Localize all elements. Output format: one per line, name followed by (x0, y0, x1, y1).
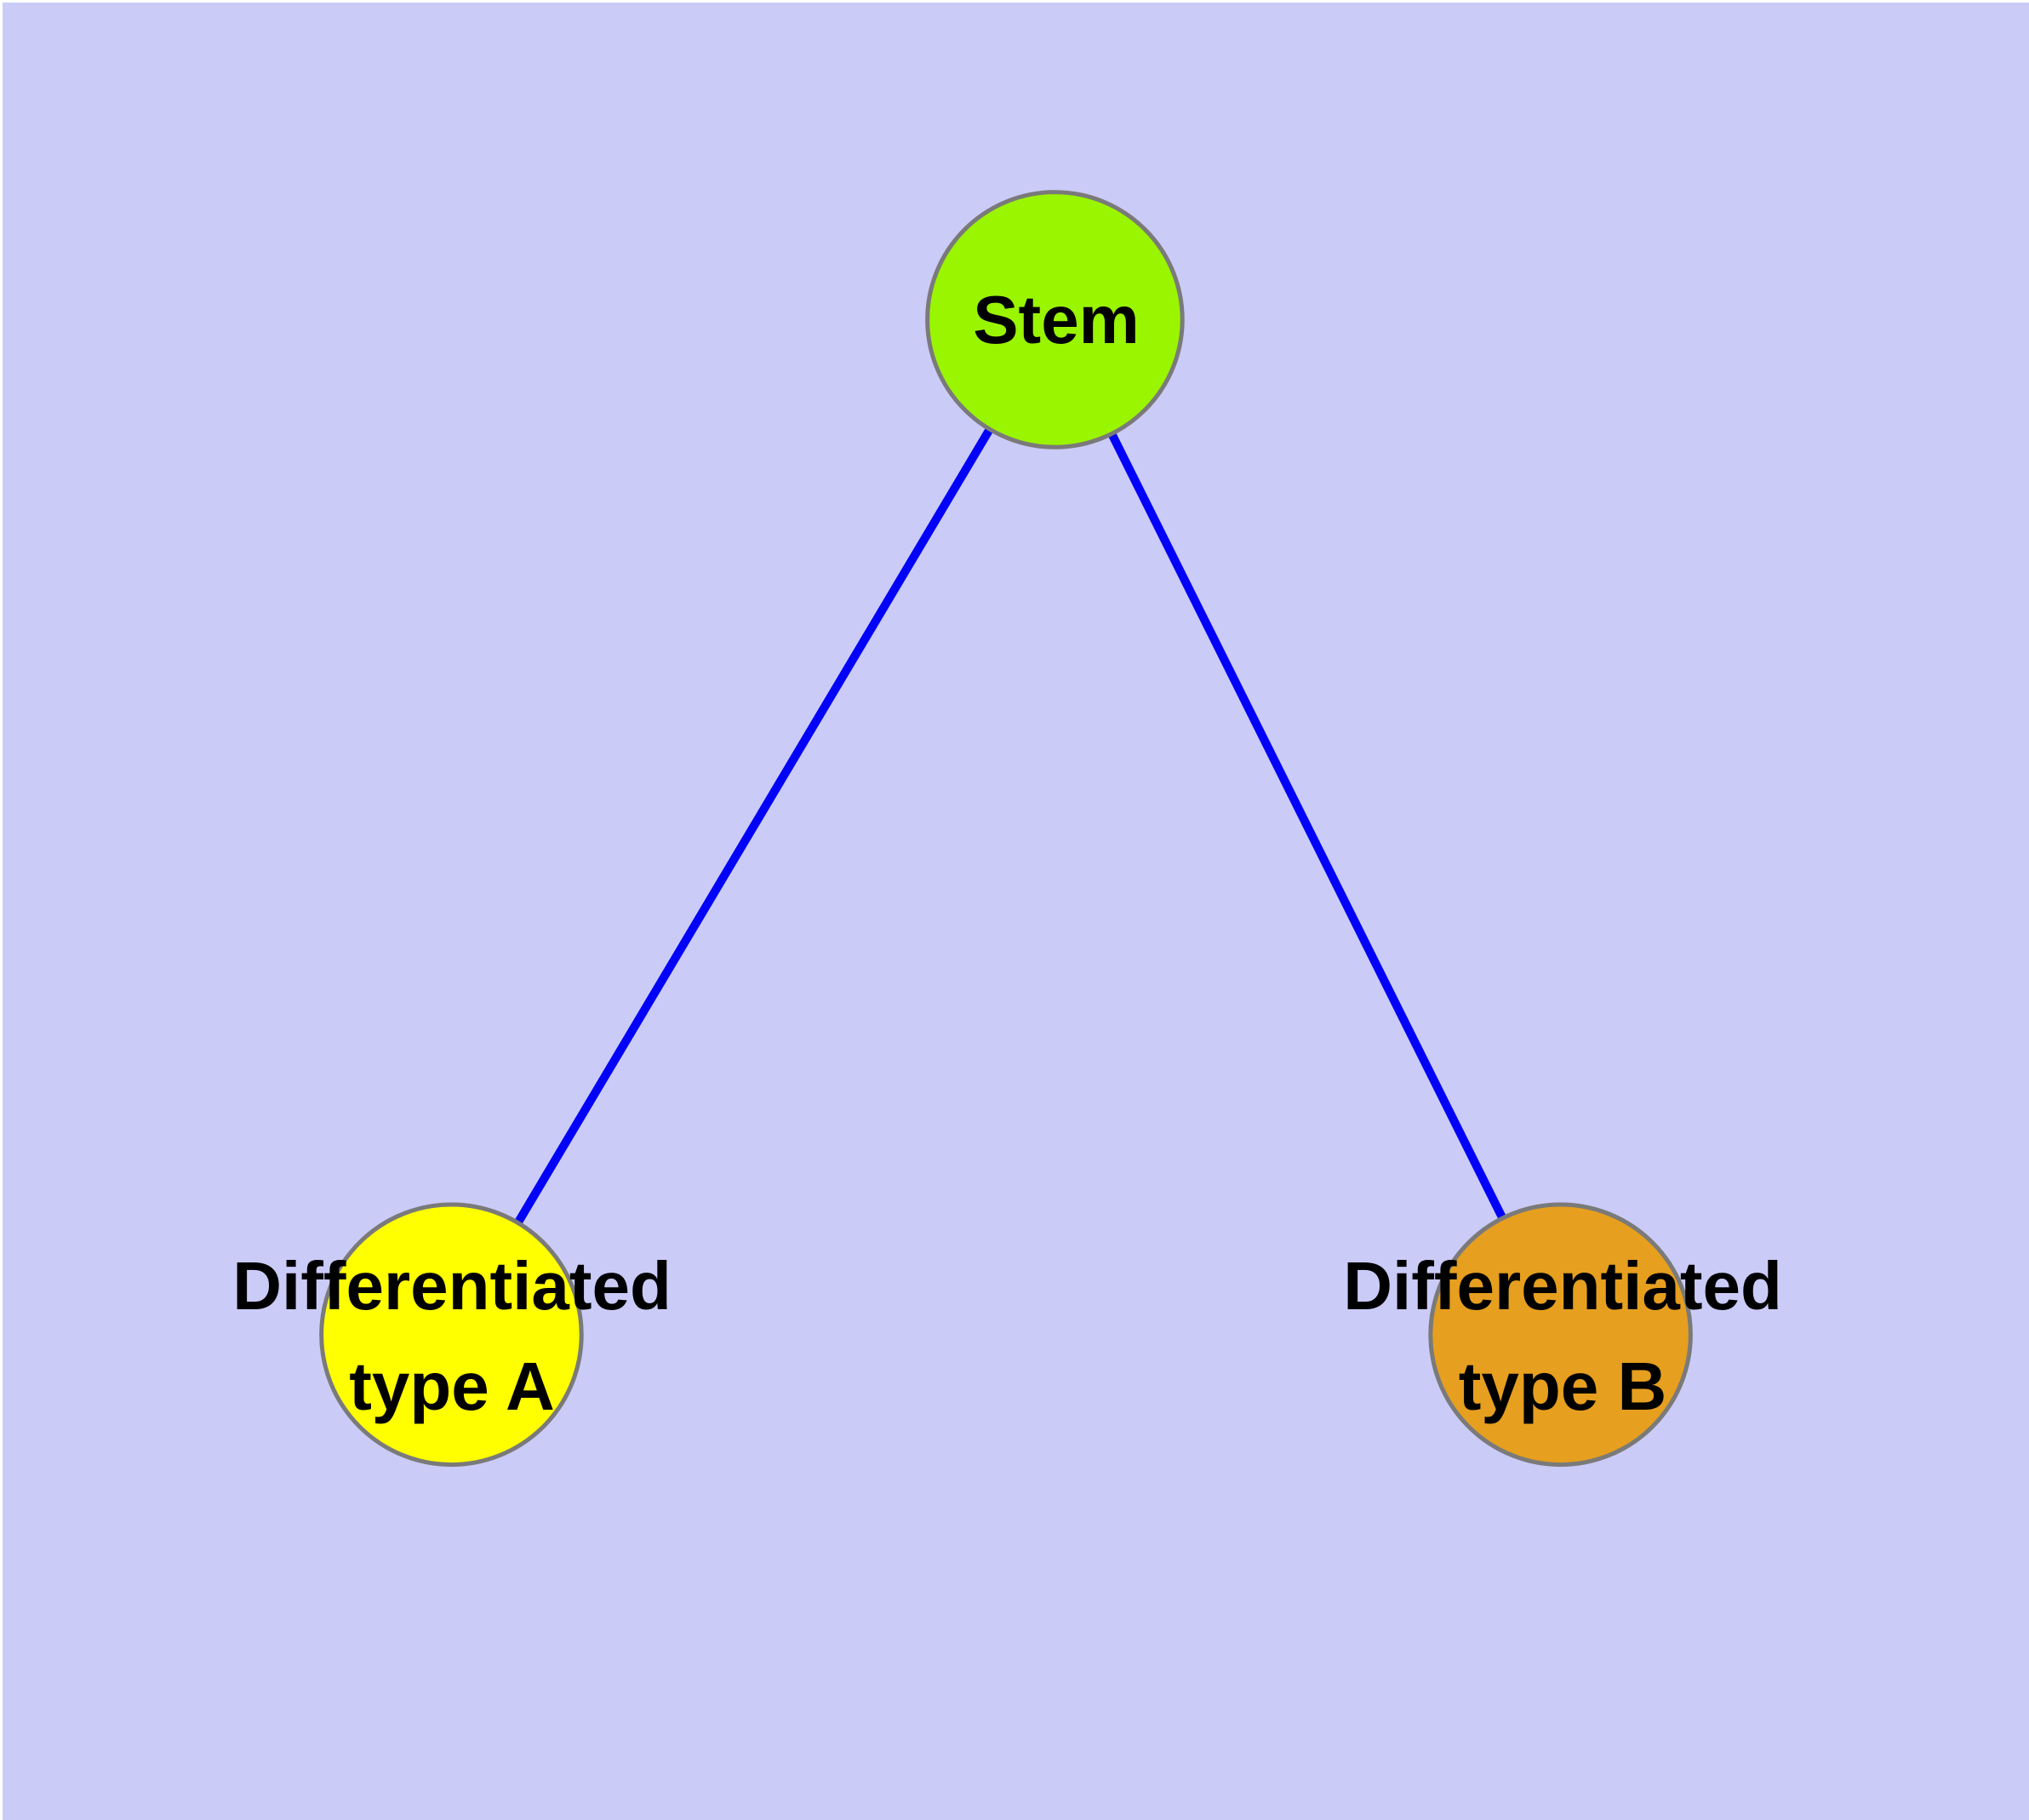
edge-layer (448, 317, 1565, 1337)
edge-stem-to-type-a (448, 317, 1059, 1337)
edge-stem-to-type-b (1050, 318, 1565, 1337)
graph-svg (319, 190, 1693, 1468)
node-circle-type-b[interactable] (1428, 1202, 1693, 1468)
node-layer (319, 190, 1693, 1468)
node-circle-stem[interactable] (925, 190, 1185, 449)
node-circle-type-a[interactable] (319, 1202, 584, 1468)
